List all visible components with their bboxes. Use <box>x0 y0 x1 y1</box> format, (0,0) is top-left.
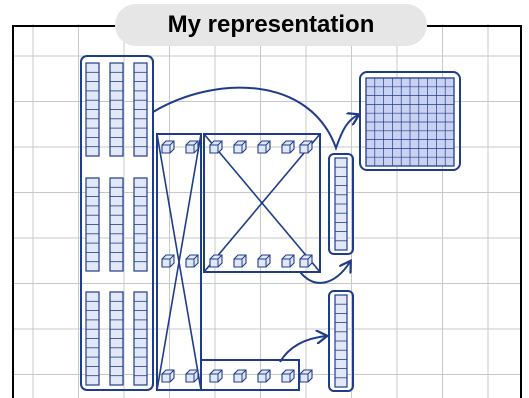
arrow-to-lower-ten <box>279 336 326 363</box>
one-cube-edge <box>162 254 175 267</box>
frame-border <box>12 25 522 398</box>
one-cube-edge <box>162 140 175 153</box>
one-cube-edge <box>234 140 247 153</box>
right-ten-box-upper <box>328 153 354 255</box>
one-cube-edge <box>210 140 223 153</box>
one-cube-edge <box>300 140 313 153</box>
one-cube-edge <box>186 140 199 153</box>
one-cube-edge <box>282 369 295 382</box>
crossed-tall-box <box>156 133 202 391</box>
one-cube-edge <box>210 254 223 267</box>
one-cube-edge <box>210 369 223 382</box>
one-cube-edge <box>258 254 271 267</box>
one-cube-edge <box>300 369 313 382</box>
one-cube-edge <box>282 140 295 153</box>
one-cube-edge <box>234 254 247 267</box>
cross-line <box>156 133 202 391</box>
one-cube-edge <box>162 369 175 382</box>
arrow-to-hundred <box>152 86 358 151</box>
one-cube-edge <box>258 140 271 153</box>
one-cube-edge <box>300 254 313 267</box>
crossed-square-box <box>203 133 321 273</box>
one-cube-edge <box>234 369 247 382</box>
base-ten-blocks <box>85 62 455 388</box>
arrows <box>152 86 358 363</box>
cross-line <box>203 133 321 273</box>
groupings <box>80 55 461 392</box>
one-cube-edge <box>186 254 199 267</box>
one-cube-edge <box>282 254 295 267</box>
page-title: My representation <box>115 4 427 46</box>
one-cube-edge <box>186 369 199 382</box>
tens-group-outline <box>80 55 154 391</box>
one-cube-edge <box>258 369 271 382</box>
bottom-ones-box <box>200 359 300 391</box>
arrow-to-upper-ten <box>299 262 350 284</box>
frame <box>12 25 522 398</box>
